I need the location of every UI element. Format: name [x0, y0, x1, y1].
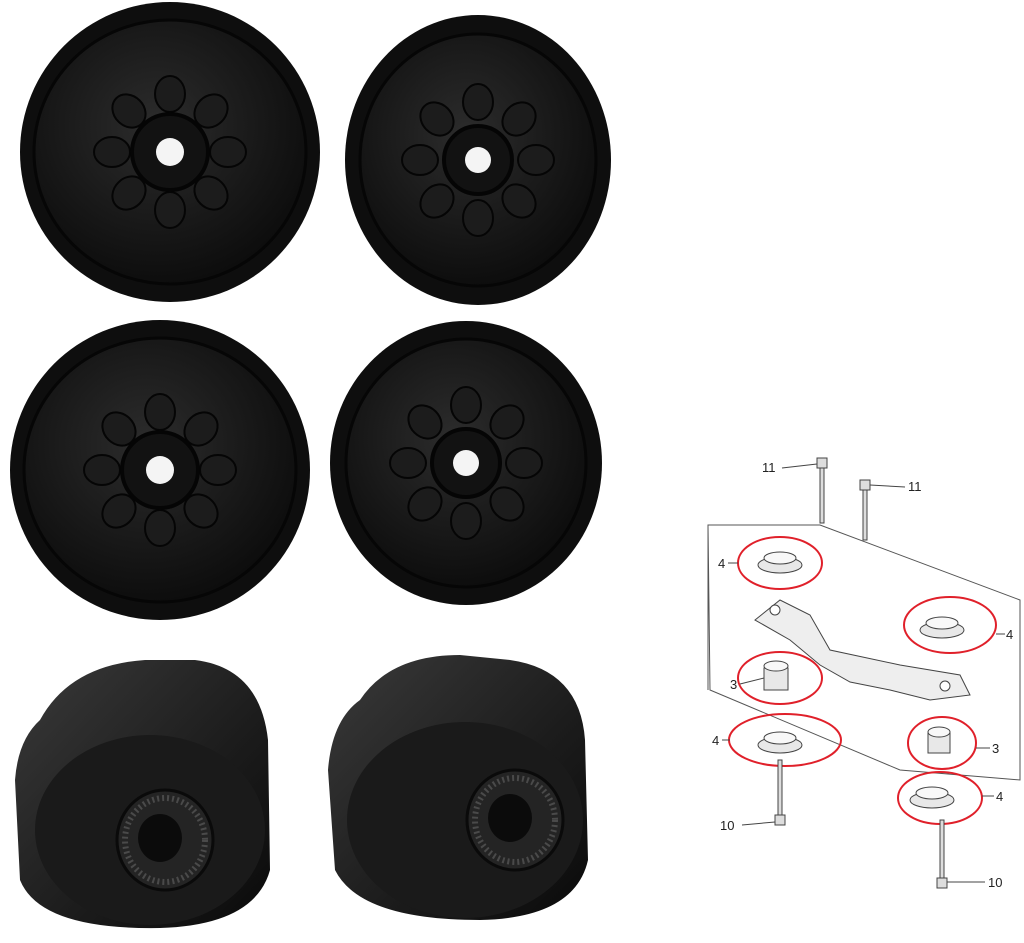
bushing-top-view-3: [10, 320, 310, 620]
bushing-lower-right: [897, 771, 983, 825]
callout-bolt-top-left: 11: [762, 460, 776, 475]
mount-left: [737, 651, 823, 705]
bushing-top-view-4: [330, 321, 602, 605]
bushing-side-view-2: [328, 655, 588, 920]
callout-bolt-bottom-left: 10: [720, 818, 734, 833]
bushing-upper-left: [737, 536, 823, 590]
bolt-top-left: [816, 457, 828, 524]
crossmember-bracket: [754, 599, 971, 701]
bushing-upper-right: [903, 596, 997, 654]
bolt-top-right: [859, 479, 871, 541]
callout-bushing-upper-left: 4: [718, 556, 725, 571]
callout-mount-left: 3: [730, 677, 737, 692]
bolt-bottom-left: [774, 759, 786, 826]
exploded-parts-diagram: 11 11 4 4 3 4 3 4 10 10: [707, 457, 1021, 890]
bushing-top-view-2: [345, 15, 611, 305]
bushing-top-view-1: [20, 2, 320, 302]
bolt-bottom-right: [936, 819, 948, 889]
bushing-side-view-1: [15, 660, 270, 929]
callout-bolt-top-right: 11: [908, 479, 922, 494]
callout-bushing-upper-right: 4: [1006, 627, 1013, 642]
callout-bushing-lower-left: 4: [712, 733, 719, 748]
callout-mount-right: 3: [992, 741, 999, 756]
callout-bushing-lower-right: 4: [996, 789, 1003, 804]
callout-bolt-bottom-right: 10: [988, 875, 1002, 890]
mount-right: [907, 716, 977, 770]
